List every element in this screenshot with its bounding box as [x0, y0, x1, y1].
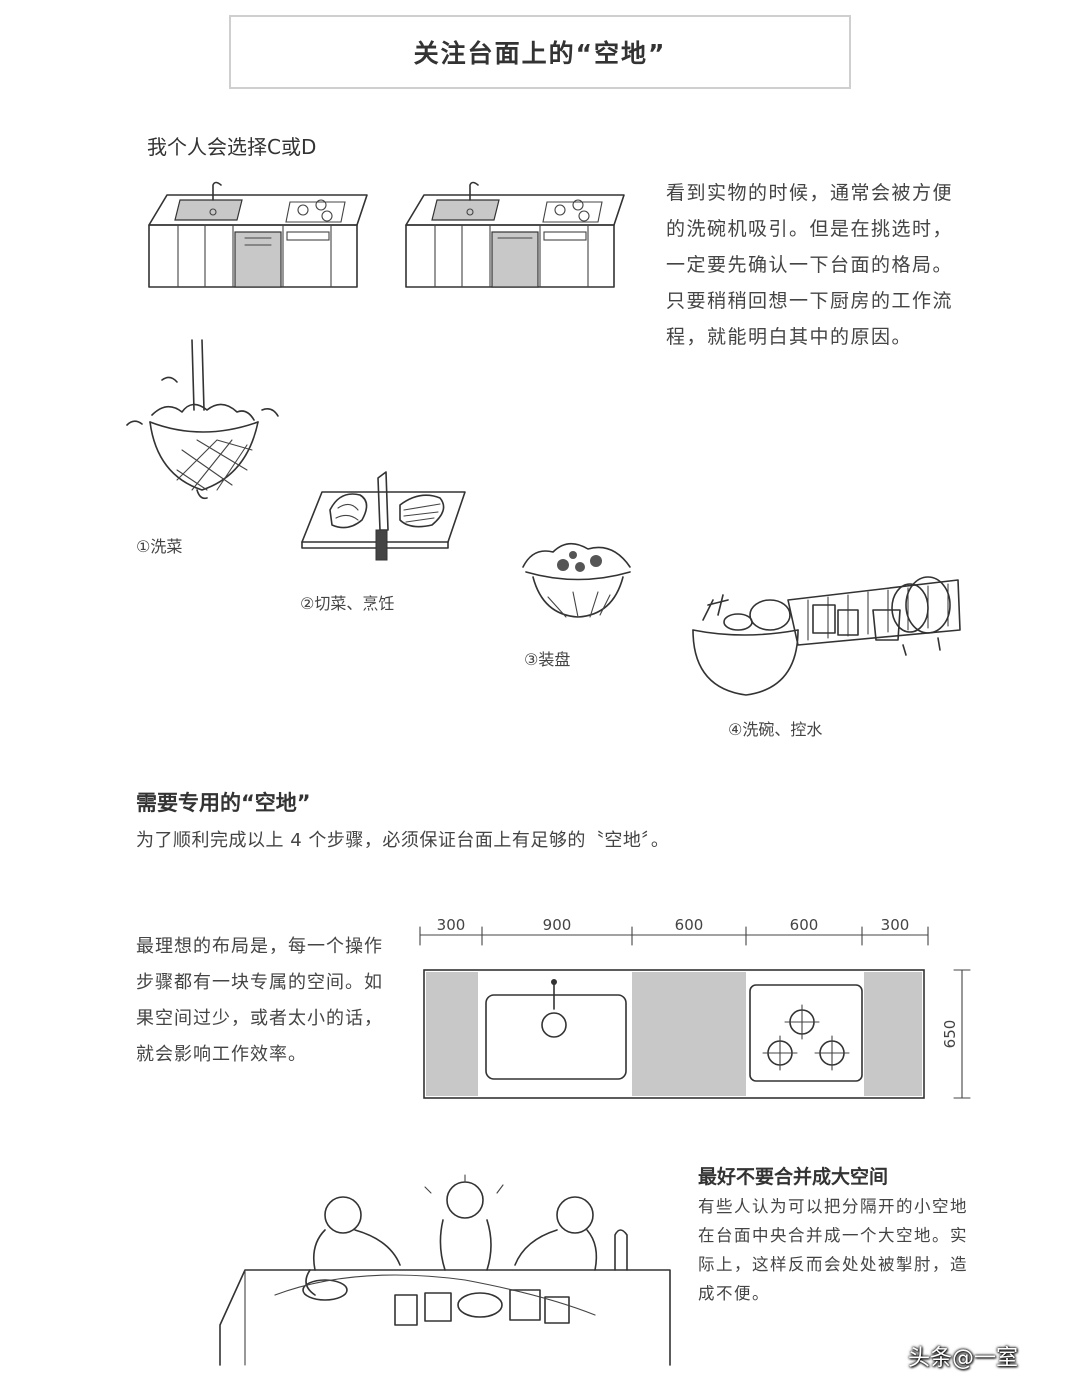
title-box: 关注台面上的“空地” — [229, 15, 851, 89]
step-label-wash: ①洗菜 — [136, 537, 183, 556]
step-label-dishes: ④洗碗、控水 — [728, 720, 823, 739]
dim-width-3: 600 — [675, 916, 704, 934]
page-title: 关注台面上的“空地” — [413, 39, 667, 68]
dim-depth: 650 — [941, 1020, 959, 1049]
intro-paragraph: 看到实物的时候，通常会被方便的洗碗机吸引。但是在挑选时，一定要先确认一下台面的格… — [666, 182, 954, 348]
crowded-counter-illustration — [219, 1174, 671, 1366]
kitchen-counter-illustration-d — [405, 181, 625, 288]
watermark: 头条@一室 — [908, 1346, 1019, 1371]
step-label-plate: ③装盘 — [524, 650, 571, 669]
colander-washing-illustration — [126, 339, 279, 500]
dim-width-4: 600 — [790, 916, 819, 934]
step-label-cut: ②切菜、烹饪 — [300, 594, 395, 613]
kitchen-counter-illustration-c — [148, 181, 368, 288]
bottom-paragraph: 有些人认为可以把分隔开的小空地在台面中央合并成一个大空地。实际上，这样反而会处处… — [698, 1197, 968, 1303]
layout-paragraph: 最理想的布局是，每一个操作步骤都有一块专属的空间。如果空间过少，或者太小的话，就… — [136, 936, 383, 1065]
choice-heading: 我个人会选择C或D — [147, 135, 317, 159]
dish-rack-illustration — [692, 576, 961, 696]
countertop-plan-diagram: 300 900 600 600 300 650 — [419, 916, 971, 1099]
bottom-title: 最好不要合并成大空间 — [698, 1166, 889, 1188]
section-line: 为了顺利完成以上 4 个步骤，必须保证台面上有足够的〝空地〞。 — [136, 830, 670, 851]
section-title: 需要专用的“空地” — [136, 791, 311, 815]
dim-width-5: 300 — [881, 916, 910, 934]
dim-width-2: 900 — [543, 916, 572, 934]
salad-bowl-illustration — [522, 542, 631, 618]
cutting-board-illustration — [301, 471, 466, 561]
dim-width-1: 300 — [437, 916, 466, 934]
